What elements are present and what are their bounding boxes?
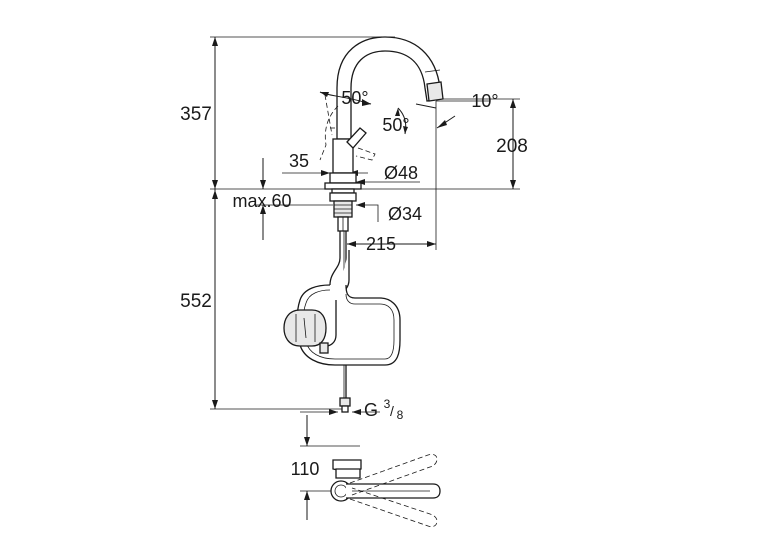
max-deck-thickness-label: max.60 — [232, 191, 291, 211]
overall-height-label: 357 — [180, 104, 212, 125]
hose-weight — [283, 309, 327, 347]
swivel-angle-left-label: 50° — [341, 88, 368, 108]
lever-offset-label: 35 — [289, 151, 309, 171]
spout-reach-label: 215 — [366, 234, 396, 254]
dimension-lines — [210, 36, 520, 415]
plan-offset-label: 110 — [291, 459, 320, 479]
swivel-angle-right-label: 50° — [382, 115, 409, 135]
connection-thread-label: G 3 / 8 — [364, 397, 404, 422]
connection-thread-denominator: 8 — [397, 408, 404, 422]
spout-tilt-label: 10° — [471, 91, 498, 111]
tap-elevation — [283, 36, 444, 413]
connection-thread-numerator: 3 — [384, 397, 391, 411]
base-diameter-label: Ø48 — [384, 163, 418, 183]
spout-height-label: 208 — [496, 136, 528, 157]
connection-thread-prefix: G — [364, 400, 378, 420]
below-deck-length-label: 552 — [180, 291, 212, 312]
hole-diameter-label: Ø34 — [388, 204, 422, 224]
tap-plan-view — [300, 415, 441, 528]
connection-thread-slash: / — [390, 403, 394, 419]
